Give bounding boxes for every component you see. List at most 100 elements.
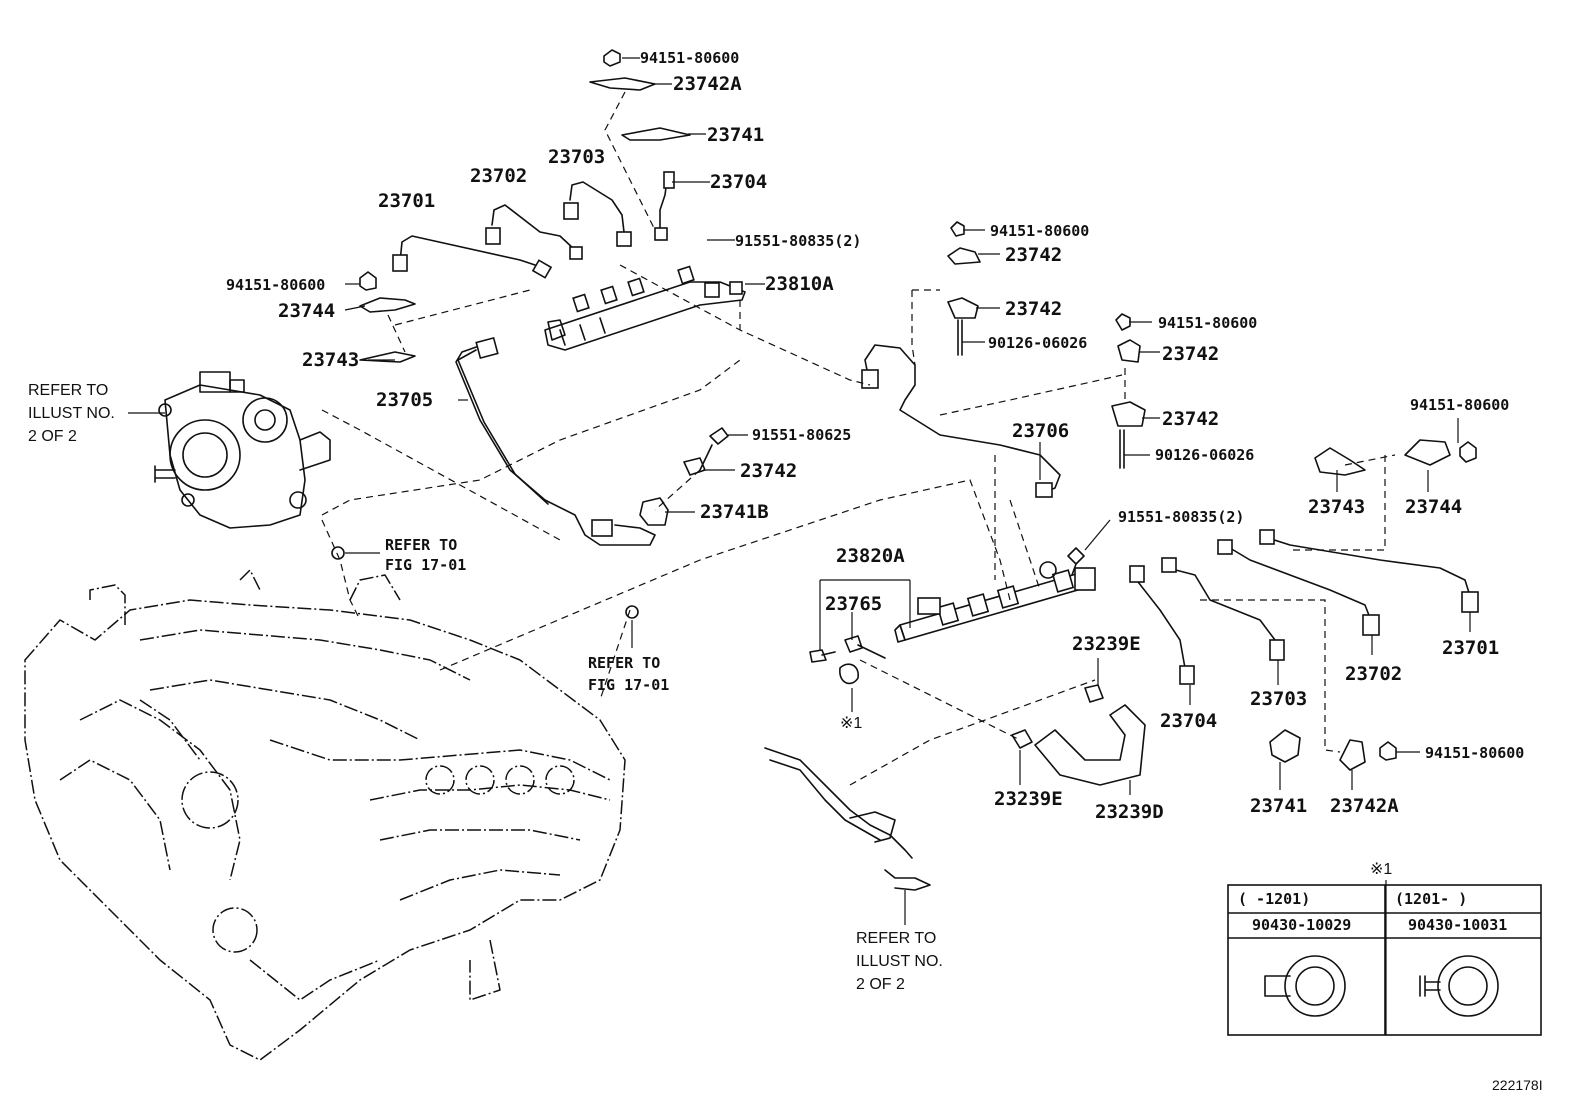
pipe-nut: [616, 231, 632, 247]
stud-90126-b: [1119, 429, 1125, 469]
clamp-23743-right: [1314, 447, 1366, 476]
label-23742-a: 23742: [1005, 244, 1062, 266]
label-94151-80600-bottom: 94151-80600: [1425, 744, 1524, 762]
clamp-23744-left: [359, 297, 416, 313]
pipe-23701-bottom: [1267, 537, 1471, 597]
clamp-23742A-top: [589, 77, 656, 91]
refer-note-fig-b: REFER TO FIG 17-01: [588, 605, 669, 694]
label-23239D: 23239D: [1095, 801, 1164, 823]
pipe-23704-bottom: [1134, 577, 1186, 669]
pipe-23701-top: [399, 235, 543, 273]
label-90126-06026-a: 90126-06026: [988, 334, 1087, 352]
label-23820A: 23820A: [836, 545, 905, 567]
label-23744-left: 23744: [278, 300, 335, 322]
label-leader-lines: [344, 57, 1471, 1035]
label-23706: 23706: [1012, 420, 1069, 442]
left-bank-fuel-rail: [544, 265, 746, 351]
pipe-nut: [663, 171, 675, 189]
table-part-no-1: 90430-10029: [1252, 916, 1351, 934]
label-23741-top: 23741: [707, 124, 764, 146]
nut-top: [603, 49, 621, 67]
label-94151-80600-mid: 94151-80600: [990, 222, 1089, 240]
clamp-23742A-bottom: [1339, 739, 1366, 771]
label-23810A: 23810A: [765, 273, 834, 295]
pipe-23706: [864, 344, 1061, 493]
nut-bottom-right: [1379, 741, 1397, 761]
figure-id: 222178I: [1492, 1077, 1543, 1093]
label-23239E-b: 23239E: [994, 788, 1063, 810]
table-range-2: (1201- ): [1395, 890, 1467, 908]
table-mark: ※1: [1370, 861, 1392, 878]
pipe-23703-top: [569, 181, 625, 233]
label-23702-top: 23702: [470, 165, 527, 187]
label-23704-top: 23704: [710, 171, 767, 193]
label-94151-80600-right: 94151-80600: [1158, 314, 1257, 332]
nut-far-right: [1459, 441, 1477, 463]
label-23703-bottom: 23703: [1250, 688, 1307, 710]
label-23742-b: 23742: [1005, 298, 1062, 320]
label-note-mark: ※1: [840, 715, 862, 732]
pipe-nut: [563, 202, 579, 220]
clamp-23741-bottom: [1269, 729, 1301, 763]
clamp-23742-b: [947, 297, 979, 319]
hose-clamp-23239E-b: [1011, 729, 1033, 749]
clamp-23741-top: [621, 127, 691, 141]
label-23765: 23765: [825, 593, 882, 615]
label-23743-left: 23743: [302, 349, 359, 371]
stud-90126-a: [957, 319, 963, 356]
refer-bottom-line-3: 2 OF 2: [856, 976, 905, 993]
label-23743-right: 23743: [1308, 496, 1365, 518]
label-94151-80600-far: 94151-80600: [1410, 396, 1509, 414]
label-23744-right: 23744: [1405, 496, 1462, 518]
label-23742A-top: 23742A: [673, 73, 742, 95]
washer-reference-table: ※1 ( -1201) (1201- ) 90430-10029 90430-1…: [1227, 861, 1542, 1036]
label-90126-06026-b: 90126-06026: [1155, 446, 1254, 464]
label-23703-top: 23703: [548, 146, 605, 168]
refer-line-2: ILLUST NO.: [28, 405, 115, 422]
hose-clamp-23239E-a: [1084, 684, 1104, 703]
right-bank-fuel-rail: [894, 547, 1096, 643]
refer-note-fig-a: REFER TO FIG 17-01: [331, 536, 466, 574]
label-23742-d: 23742: [1162, 408, 1219, 430]
label-91551-80625: 91551-80625: [752, 426, 851, 444]
pipe-23703-bottom: [1167, 567, 1276, 641]
refer-fig-a-line-1: REFER TO: [385, 536, 457, 554]
nut-mid-right: [950, 221, 965, 237]
fuel-pump-illustration: [154, 371, 331, 529]
bolt-left-23820A: [809, 649, 836, 663]
clamp-23741B: [639, 497, 669, 526]
bolt-23765: [844, 635, 886, 659]
pipe-nut: [531, 259, 553, 279]
pipe-23702-bottom: [1229, 547, 1371, 619]
label-23741B: 23741B: [700, 501, 769, 523]
label-23702-bottom: 23702: [1345, 663, 1402, 685]
refer-bottom-line-2: ILLUST NO.: [856, 953, 943, 970]
refer-fig-b-line-2: FIG 17-01: [588, 676, 669, 694]
label-23741-bottom: 23741: [1250, 795, 1307, 817]
label-23742-mid: 23742: [740, 460, 797, 482]
pipe-nut: [485, 227, 501, 245]
pipe-23705: [455, 344, 656, 546]
pipe-nut: [569, 246, 583, 260]
assembly-dashed-lines: [321, 91, 1396, 786]
label-23239E-a: 23239E: [1072, 633, 1141, 655]
label-23742-c: 23742: [1162, 343, 1219, 365]
washer-note1: [839, 663, 859, 685]
clamp-23742-d: [1111, 401, 1146, 427]
refer-fig-b-line-1: REFER TO: [588, 654, 660, 672]
nut-left: [359, 271, 377, 291]
refer-fig-a-line-2: FIG 17-01: [385, 556, 466, 574]
label-91551-80835-a: 91551-80835(2): [735, 232, 861, 250]
refer-note-illust-bottom: REFER TO ILLUST NO. 2 OF 2: [856, 930, 943, 993]
label-23701-top: 23701: [378, 190, 435, 212]
table-part-no-2: 90430-10031: [1408, 916, 1507, 934]
return-line: [764, 747, 913, 859]
refer-line-1: REFER TO: [28, 382, 108, 399]
label-91551-80835-b: 91551-80835(2): [1118, 508, 1244, 526]
refer-bottom-line-1: REFER TO: [856, 930, 936, 947]
engine-block-illustration: [24, 569, 626, 1061]
nut-right: [1115, 313, 1131, 331]
label-23705: 23705: [376, 389, 433, 411]
pipe-nut: [392, 254, 408, 272]
